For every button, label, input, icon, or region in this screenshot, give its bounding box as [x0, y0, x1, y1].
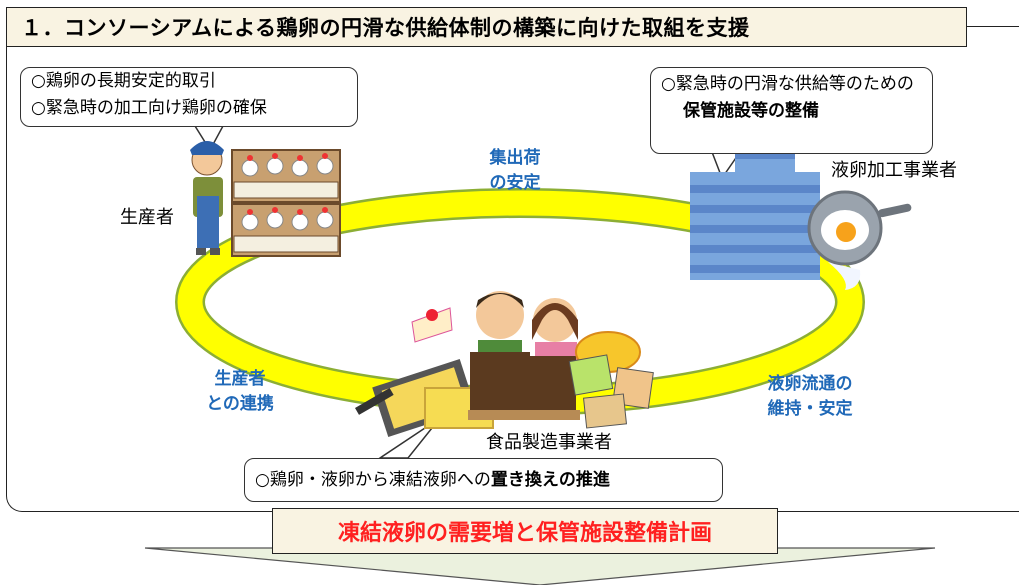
producer-illustration [190, 141, 341, 257]
processor-illustration [690, 143, 912, 290]
link-label-top: 集出荷 の安定 [455, 146, 575, 196]
food-maker-illustration [354, 291, 654, 437]
producer-label: 生産者 [120, 207, 174, 228]
processor-label: 液卵加工事業者 [831, 160, 957, 181]
producer-bubble-line1: ○鶏卵の長期安定的取引 [31, 71, 216, 91]
producer-bubble: ○鶏卵の長期安定的取引 ○緊急時の加工向け鶏卵の確保 [20, 67, 358, 127]
bottom-label-text: 凍結液卵の需要増と保管施設整備計画 [337, 521, 712, 546]
food-bubble-bold: 置き換えの推進 [490, 469, 610, 490]
link-label-right-line1: 液卵流通の [767, 374, 853, 394]
food-bubble-prefix: ○鶏卵・液卵から凍結液卵への [255, 469, 491, 490]
processor-bubble: ○緊急時の円滑な供給等のための 保管施設等の整備 [650, 67, 933, 154]
menu-girl [530, 356, 576, 410]
bottom-label: 凍結液卵の需要増と保管施設整備計画 [272, 508, 778, 554]
link-label-right: 液卵流通の 維持・安定 [735, 372, 885, 422]
link-label-left-line1: 生産者 [214, 369, 266, 389]
section-title-text: １．コンソーシアムによる鶏卵の円滑な供給体制の構築に向けた取組を支援 [21, 16, 750, 40]
processor-bubble-line2: 保管施設等の整備 [683, 101, 819, 121]
liquid-egg-drip [828, 262, 861, 290]
food-maker-label: 食品製造事業者 [486, 432, 612, 453]
link-label-left-line2: との連携 [206, 394, 274, 414]
section-title: １．コンソーシアムによる鶏卵の円滑な供給体制の構築に向けた取組を支援 [6, 7, 967, 47]
choco-bread-bag [582, 393, 628, 429]
melon-bread-bag [568, 354, 614, 396]
egg-yolk [836, 222, 856, 242]
menu-boy [470, 352, 530, 410]
title-connector-line [967, 26, 1019, 27]
processor-bubble-line1: ○緊急時の円滑な供給等のための [661, 74, 914, 94]
producer-bubble-line2: ○緊急時の加工向け鶏卵の確保 [31, 98, 267, 118]
link-label-top-line1: 集出荷 [489, 148, 541, 168]
link-label-top-line2: の安定 [489, 173, 541, 193]
link-label-right-line2: 維持・安定 [767, 399, 853, 419]
boy-head [476, 291, 524, 339]
food-bubble: ○鶏卵・液卵から凍結液卵への置き換えの推進 [244, 458, 723, 502]
link-label-left: 生産者 との連携 [180, 367, 300, 417]
